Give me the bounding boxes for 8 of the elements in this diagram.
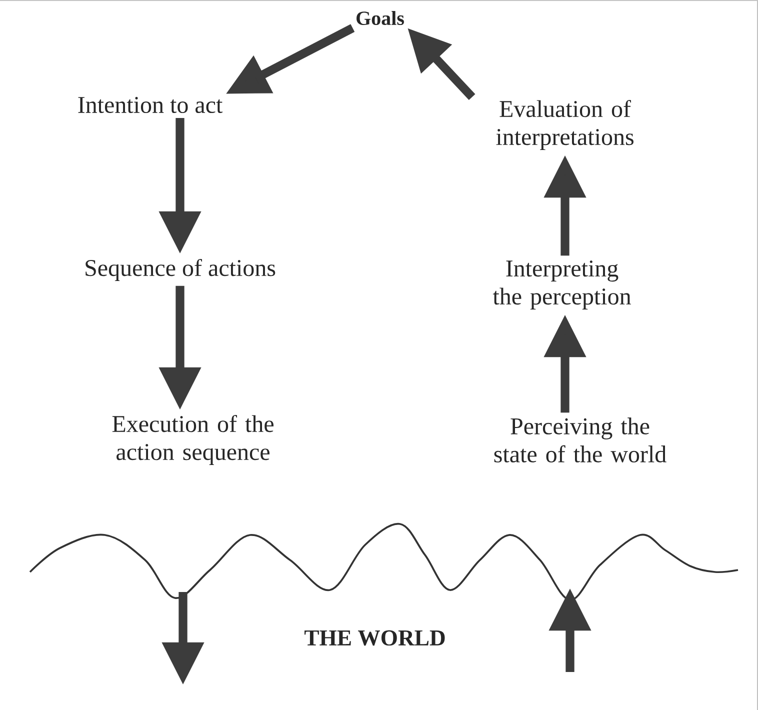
step-text: Sequence of actions [86, 259, 276, 281]
step-text: Goals [356, 10, 404, 26]
step-text: Intention to act [78, 96, 223, 114]
step-text: Execution of the action sequence [112, 415, 274, 465]
world-label: THE WORLD [304, 630, 445, 646]
step-text: Perceiving the state of the world [494, 418, 666, 462]
step-text: Evaluation of interpretations [496, 100, 634, 150]
step-text: Interpreting the perception [492, 260, 631, 310]
